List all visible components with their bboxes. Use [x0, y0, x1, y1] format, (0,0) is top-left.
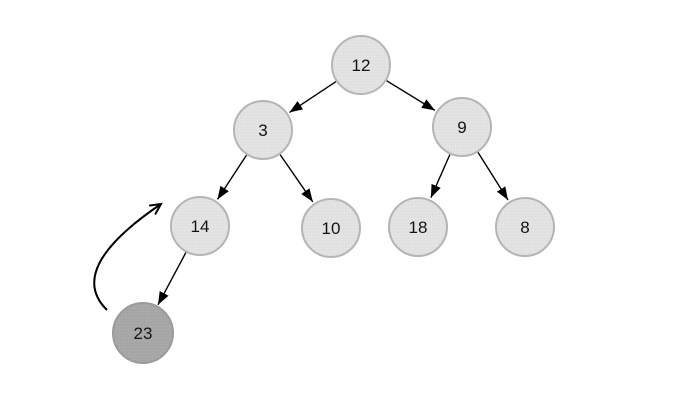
- node-label-9: 9: [457, 118, 466, 137]
- node-label-23: 23: [134, 324, 153, 343]
- node-circle-8: [495, 197, 555, 257]
- tree-nodes: 12 3 9 14 10 18: [112, 35, 555, 364]
- tree-node-8: 8: [495, 197, 555, 257]
- edge-14-23: [157, 252, 187, 306]
- node-label-14: 14: [191, 217, 210, 236]
- tree-node-14: 14: [170, 196, 230, 256]
- edge-3-14: [216, 154, 248, 200]
- tree-edges: [157, 80, 509, 306]
- edge-12-9: [386, 80, 436, 111]
- tree-node-18: 18: [388, 197, 448, 257]
- node-circle-12: [331, 35, 391, 95]
- node-circle-14: [170, 196, 230, 256]
- node-label-12: 12: [352, 56, 371, 75]
- node-label-10: 10: [322, 219, 341, 238]
- node-label-8: 8: [520, 218, 529, 237]
- tree-node-3: 3: [233, 100, 293, 160]
- node-circle-23: [112, 302, 174, 364]
- node-circle-18: [388, 197, 448, 257]
- curved-annotation-arrow: [93, 202, 163, 311]
- edge-12-3: [289, 81, 337, 113]
- tree-node-9: 9: [432, 97, 492, 157]
- edge-9-18: [430, 154, 451, 198]
- tree-node-12: 12: [331, 35, 391, 95]
- edge-9-8: [477, 152, 509, 201]
- node-circle-3: [233, 100, 293, 160]
- tree-node-23-highlighted: 23: [112, 302, 174, 364]
- node-label-18: 18: [409, 218, 428, 237]
- node-circle-10: [301, 198, 361, 258]
- node-label-3: 3: [258, 121, 267, 140]
- node-circle-9: [432, 97, 492, 157]
- edge-3-10: [279, 154, 314, 203]
- tree-node-10: 10: [301, 198, 361, 258]
